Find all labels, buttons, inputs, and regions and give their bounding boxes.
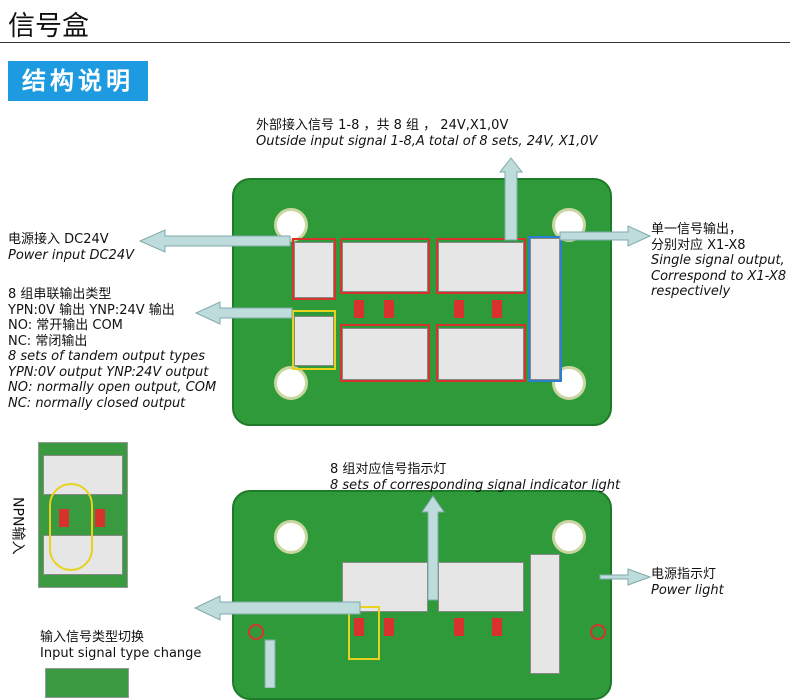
page-title: 信号盒 [8, 11, 89, 42]
indicator-label: 8 组对应信号指示灯 8 sets of corresponding signa… [330, 462, 621, 493]
signal-box-board-bottom [232, 490, 612, 700]
output-types-label: 8 组串联输出类型 YPN:0V 输出 YNP:24V 输出 NO: 常开输出 … [8, 287, 217, 411]
power-input-label: 电源接入 DC24V Power input DC24V [8, 232, 134, 263]
single-output-label: 单一信号输出， 分别对应 X1-X8 Single signal output,… [651, 222, 787, 299]
input-switch-label: 输入信号类型切换 Input signal type change [40, 630, 202, 661]
signal-box-board-top [232, 178, 612, 426]
power-light-label: 电源指示灯 Power light [651, 567, 724, 598]
title-divider [0, 42, 790, 43]
input-signal-label: 外部接入信号 1-8 ，共 8 组 ， 24V,X1,0V Outside in… [256, 118, 598, 149]
npn-input-label: NPN输入 [9, 497, 26, 555]
npn-input-photo [38, 442, 128, 588]
section-badge: 结构说明 [8, 61, 148, 101]
